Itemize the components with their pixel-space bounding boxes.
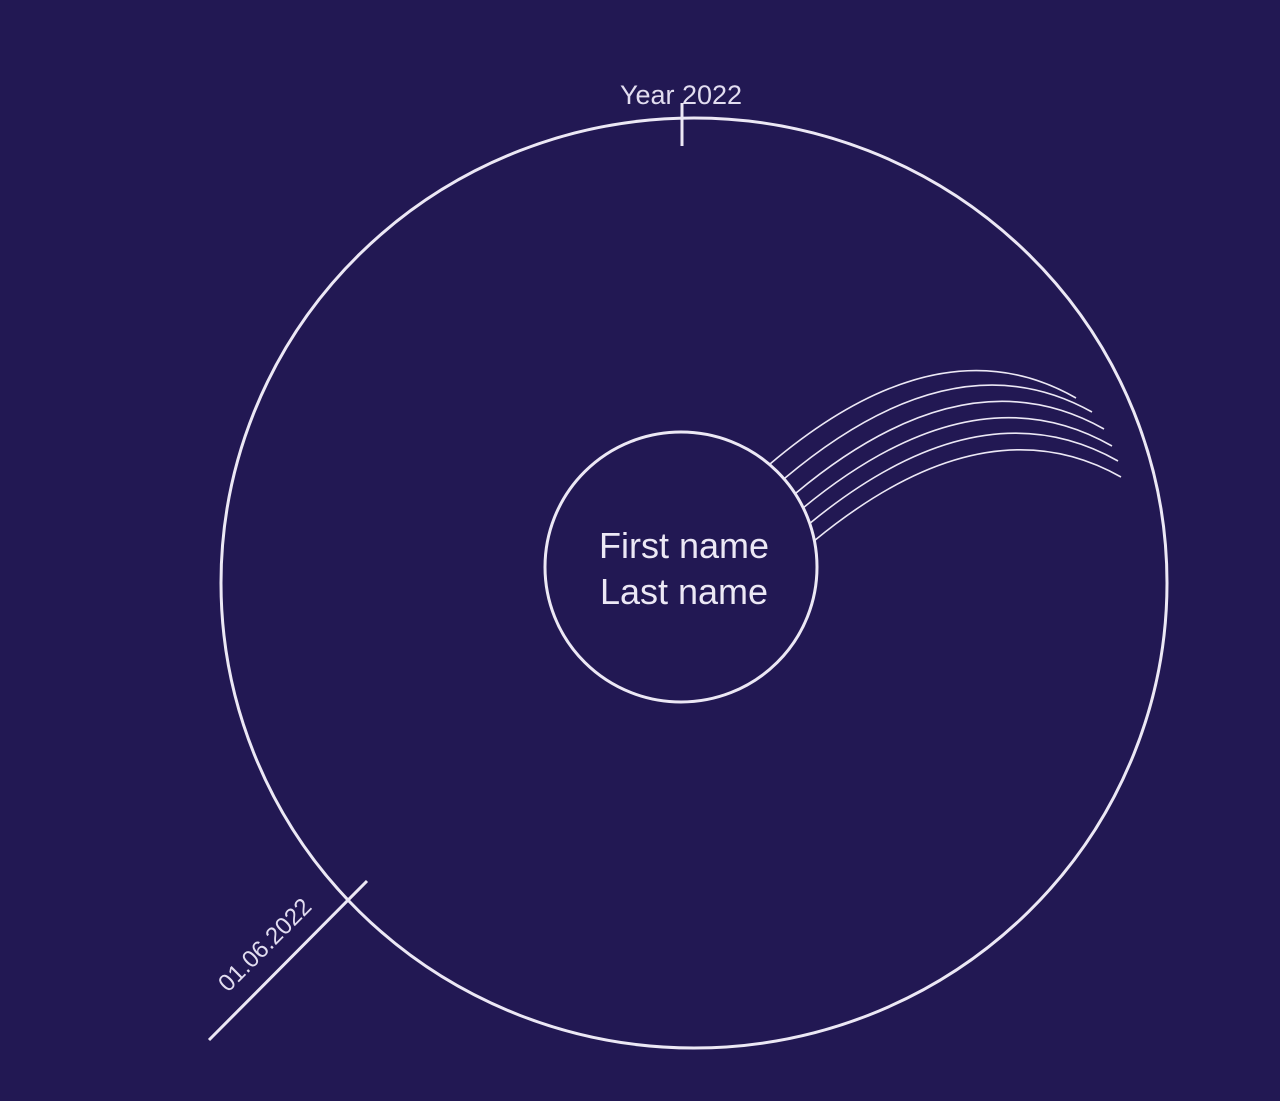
- person-last-name: Last name: [600, 571, 768, 612]
- connection-curve: [795, 400, 1105, 494]
- connection-curve: [808, 432, 1119, 525]
- connection-curve: [802, 416, 1113, 509]
- connection-curve: [813, 449, 1122, 542]
- connection-curve: [769, 369, 1077, 465]
- outer-year-ring: [219, 116, 1169, 1050]
- connection-curve: [784, 384, 1093, 479]
- year-label: Year 2022: [620, 80, 742, 110]
- person-first-name: First name: [599, 525, 769, 566]
- connection-curves: [769, 369, 1122, 542]
- date-marker-tick: [207, 879, 369, 1042]
- person-node: [543, 430, 819, 704]
